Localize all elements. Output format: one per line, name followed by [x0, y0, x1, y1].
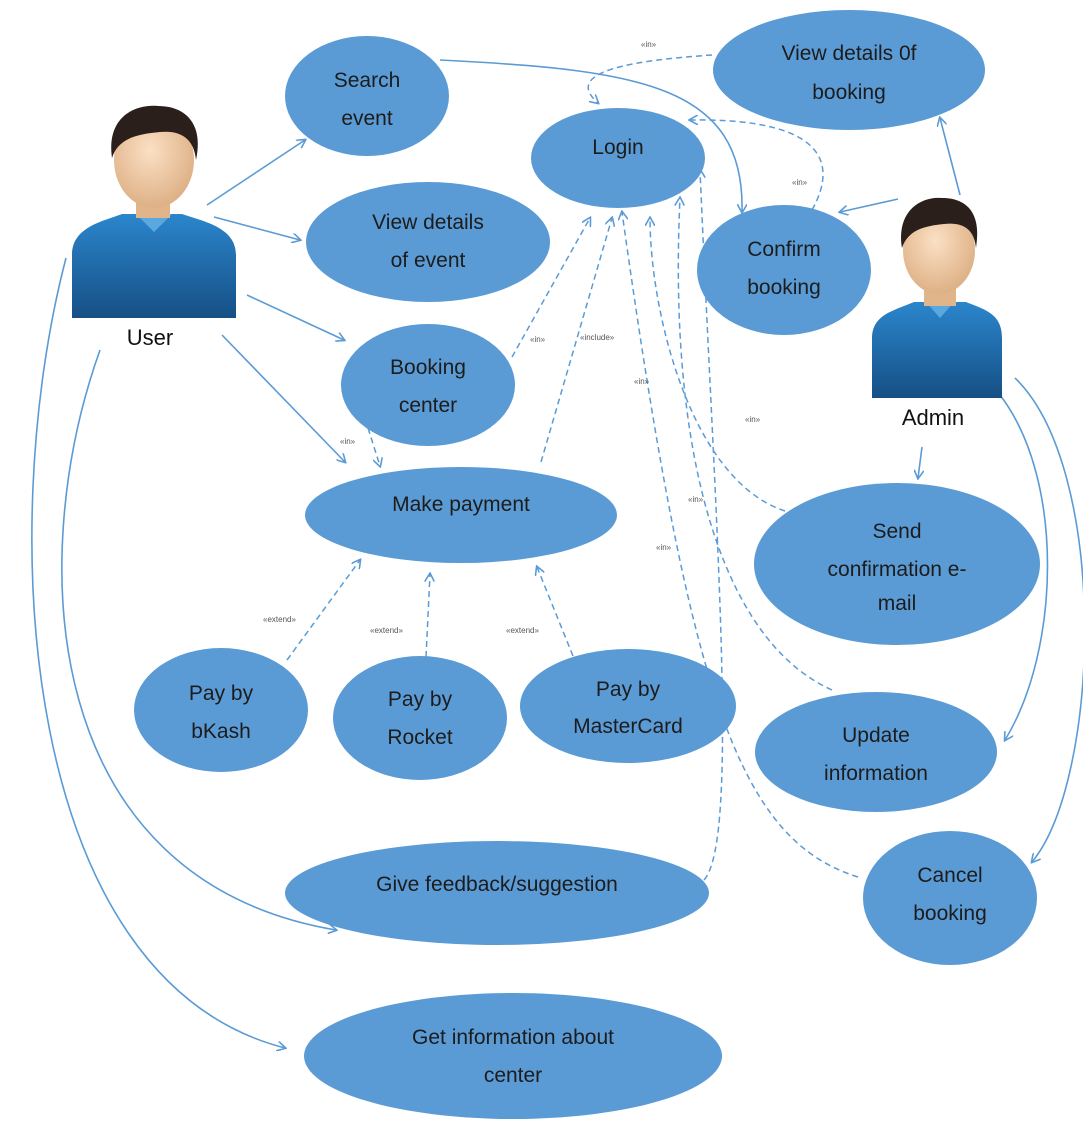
svg-text:Send: Send — [872, 520, 921, 543]
svg-text:booking: booking — [812, 81, 886, 104]
svg-text:event: event — [341, 107, 393, 130]
associations — [31, 59, 1083, 1048]
dep-feedback-login — [700, 170, 724, 881]
assoc-user-give-feedback — [61, 349, 336, 930]
svg-text:View details: View details — [372, 211, 484, 234]
use-case-send-confirmation: Send confirmation e- mail — [754, 483, 1040, 645]
svg-text:Search: Search — [334, 69, 401, 92]
stereotype-in-view-booking: «in» — [641, 40, 657, 49]
stereotype-in-cancel: «in» — [745, 415, 761, 424]
stereotype-extend-mastercard: «extend» — [506, 626, 539, 635]
stereotype-in-booking-center: «in» — [530, 335, 546, 344]
dep-update-info-login — [678, 198, 833, 691]
use-case-view-details-booking: View details 0f booking — [713, 10, 985, 130]
use-case-pay-rocket: Pay by Rocket — [333, 656, 507, 780]
actor-admin-label: Admin — [902, 405, 964, 430]
svg-text:Rocket: Rocket — [387, 726, 453, 749]
assoc-admin-confirm-booking — [840, 198, 899, 212]
stereotype-in-feedback: «in» — [656, 543, 672, 552]
svg-text:information: information — [824, 762, 928, 785]
stereotype-in-send: «in» — [634, 377, 650, 386]
use-case-booking-center: Booking center — [341, 324, 515, 446]
stereotype-extend-rocket: «extend» — [370, 626, 403, 635]
svg-text:Pay by: Pay by — [388, 688, 453, 711]
use-case-cancel-booking: Cancel booking — [863, 831, 1037, 965]
svg-text:Give feedback/suggestion: Give feedback/suggestion — [376, 873, 618, 896]
svg-text:booking: booking — [747, 276, 821, 299]
dep-booking-center-login — [511, 218, 590, 358]
user-icon — [72, 105, 236, 318]
use-case-make-payment: Make payment — [305, 467, 617, 563]
svg-text:Login: Login — [592, 136, 643, 159]
svg-text:booking: booking — [913, 902, 987, 925]
stereotype-labels: «in» «in» «in» «include» «in» «in» «in» … — [263, 40, 808, 635]
assoc-user-make-payment — [221, 334, 345, 462]
svg-text:Confirm: Confirm — [747, 238, 821, 261]
stereotype-include-payment: «include» — [580, 333, 615, 342]
assoc-user-get-information — [31, 257, 285, 1048]
use-case-confirm-booking: Confirm booking — [697, 205, 871, 335]
use-case-login: Login — [531, 108, 705, 208]
assoc-admin-update-information — [999, 394, 1049, 740]
dep-bkash-make-payment — [286, 560, 360, 661]
assoc-user-view-details-event — [213, 216, 300, 240]
svg-text:center: center — [484, 1064, 542, 1087]
svg-text:Make payment: Make payment — [392, 493, 530, 516]
use-case-pay-mastercard: Pay by MasterCard — [520, 649, 736, 763]
admin-icon — [872, 197, 1002, 398]
dep-make-payment-login — [540, 218, 612, 463]
svg-text:Pay by: Pay by — [189, 682, 254, 705]
use-case-view-details-event: View details of event — [306, 182, 550, 302]
dep-view-booking-login — [587, 54, 713, 103]
svg-text:View details 0f: View details 0f — [781, 42, 916, 65]
actor-user: User — [72, 105, 236, 350]
svg-text:Cancel: Cancel — [917, 864, 982, 887]
actor-admin: Admin — [872, 197, 1002, 430]
use-case-search-event: Search event — [285, 36, 449, 156]
svg-text:Update: Update — [842, 724, 910, 747]
svg-text:bKash: bKash — [191, 720, 251, 743]
use-case-update-information: Update information — [755, 692, 997, 812]
dep-send-confirmation-login — [650, 218, 786, 512]
use-case-get-information: Get information about center — [304, 993, 722, 1119]
use-case-pay-bkash: Pay by bKash — [134, 648, 308, 772]
assoc-admin-cancel-booking — [1014, 377, 1083, 862]
svg-text:mail: mail — [878, 592, 917, 615]
use-case-give-feedback: Give feedback/suggestion — [285, 841, 709, 945]
assoc-admin-view-details-booking — [940, 118, 961, 196]
assoc-user-booking-center — [246, 294, 344, 340]
svg-text:confirmation e-: confirmation e- — [828, 558, 967, 581]
assoc-admin-send-confirmation — [918, 446, 922, 478]
stereotype-in-confirm: «in» — [792, 178, 808, 187]
svg-text:Booking: Booking — [390, 356, 466, 379]
svg-text:Get information about: Get information about — [412, 1026, 614, 1049]
stereotype-extend-bkash: «extend» — [263, 615, 296, 624]
dep-mastercard-make-payment — [537, 567, 574, 657]
svg-text:Pay by: Pay by — [596, 678, 661, 701]
dep-confirm-login — [690, 120, 824, 211]
svg-text:of event: of event — [391, 249, 466, 272]
stereotype-in-update: «in» — [688, 495, 704, 504]
actor-user-label: User — [127, 325, 173, 350]
stereotype-in-booking-payment: «in» — [340, 437, 356, 446]
svg-text:center: center — [399, 394, 457, 417]
dep-booking-center-make-payment — [367, 427, 380, 466]
assoc-user-search-event — [206, 140, 305, 206]
svg-text:MasterCard: MasterCard — [573, 715, 683, 738]
dep-rocket-make-payment — [426, 574, 430, 658]
assoc-search-confirm — [439, 59, 742, 212]
